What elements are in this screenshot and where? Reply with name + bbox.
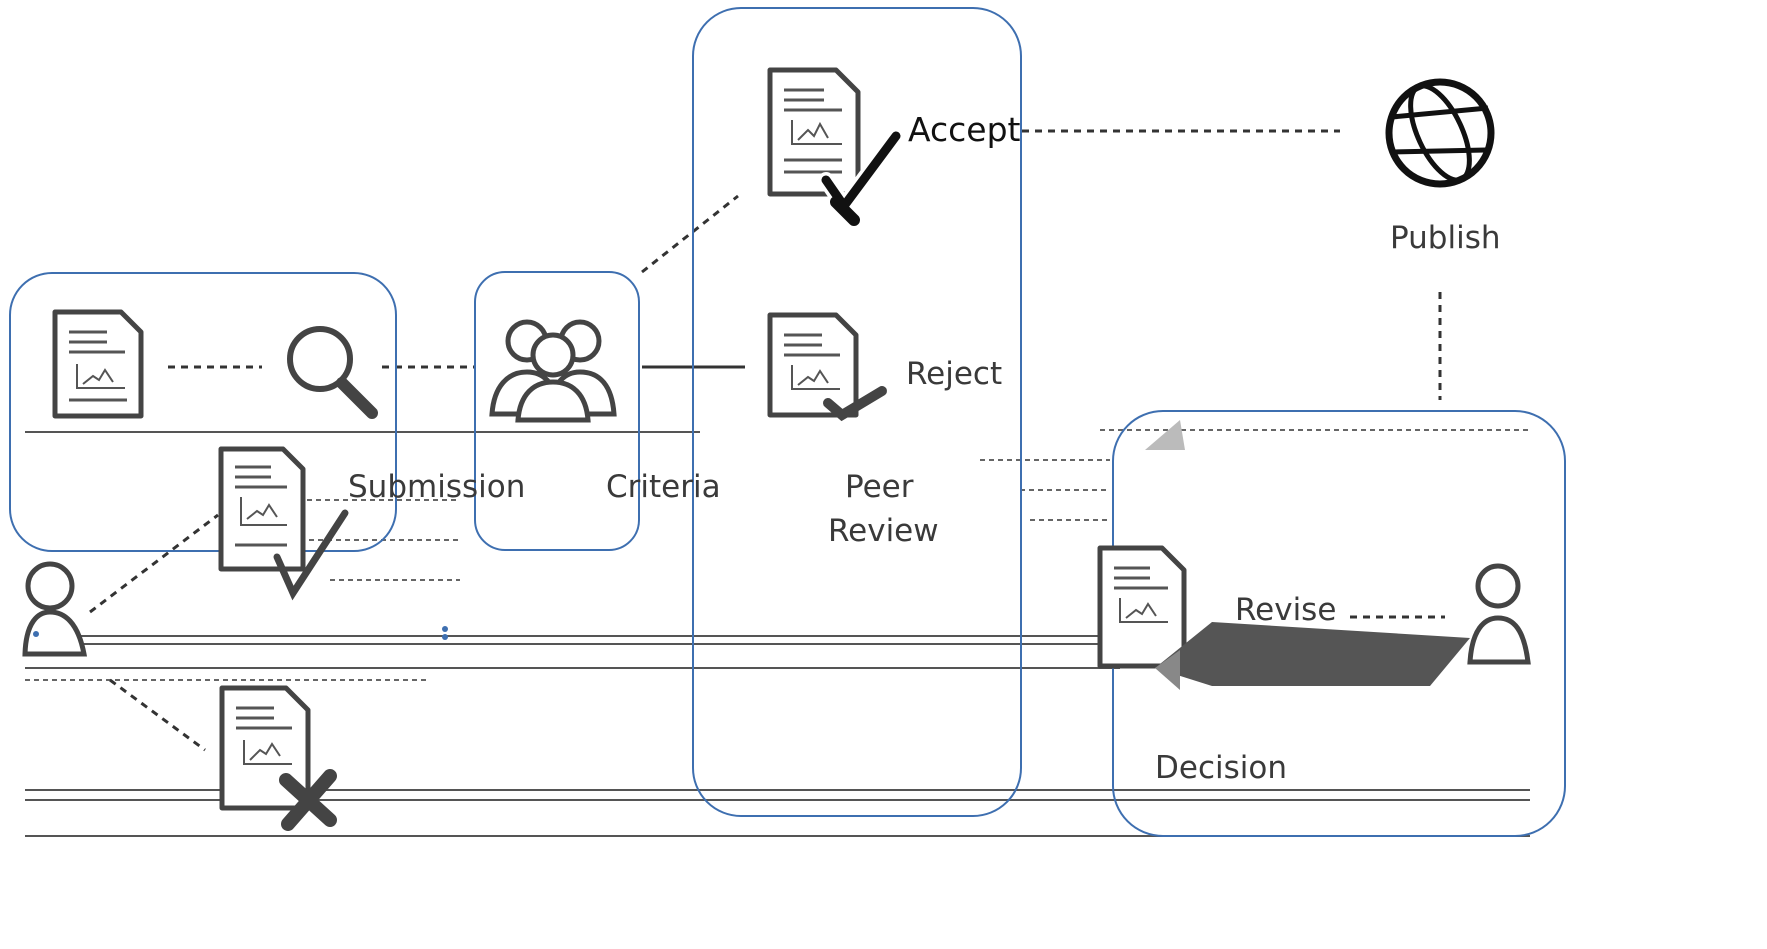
peer-review-label-line2: Review <box>828 513 939 549</box>
document-x-icon <box>219 685 337 831</box>
accept-label: Accept <box>908 110 1021 149</box>
decision-label: Decision <box>1155 750 1287 786</box>
connector-author-to-accepted-doc <box>89 513 219 614</box>
document-check-icon <box>767 67 904 226</box>
peer-review-label-line1: Peer <box>845 469 914 505</box>
globe-icon <box>1385 78 1495 188</box>
revise-label: Revise <box>1235 592 1336 628</box>
submission-group-box <box>9 272 397 552</box>
criteria-group-box <box>474 271 640 551</box>
submission-label: Submission <box>348 469 525 505</box>
author-accepted-document-icon <box>218 446 349 601</box>
document-reject-icon <box>767 312 887 422</box>
revise-pencil-icon <box>1145 420 1470 690</box>
document-icon <box>52 309 144 419</box>
connectors <box>89 129 1445 752</box>
connector-author-to-rejected-doc <box>109 678 206 752</box>
revise-document-icon <box>1097 545 1187 669</box>
criteria-label: Criteria <box>606 469 721 505</box>
reviewer-icon <box>1467 563 1531 665</box>
people-group-icon <box>489 319 617 423</box>
publish-label: Publish <box>1390 220 1501 256</box>
connector-criteria-to-accept <box>641 194 739 274</box>
peer-review-group-box <box>692 7 1022 817</box>
magnifier-icon <box>287 326 378 419</box>
author-icon <box>22 561 448 657</box>
reject-label: Reject <box>906 356 1002 392</box>
